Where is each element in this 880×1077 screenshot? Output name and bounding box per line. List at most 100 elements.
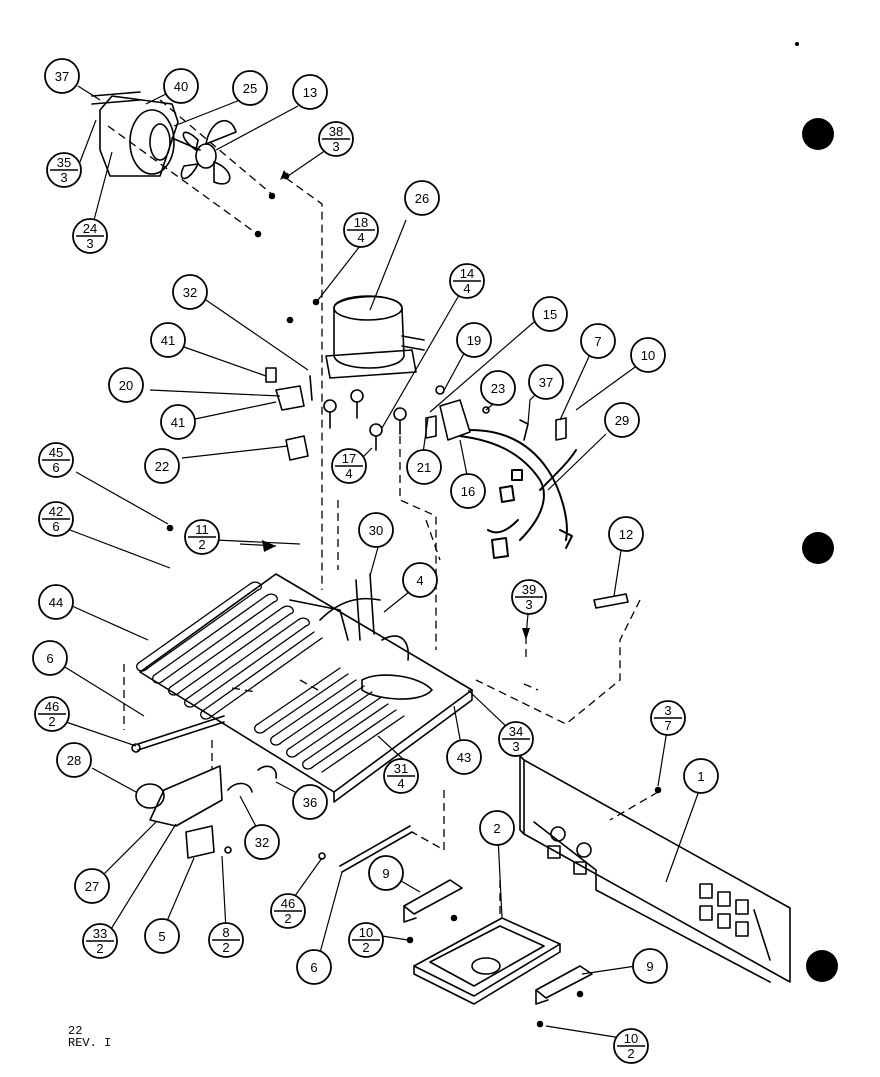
evaporator-coil	[254, 667, 405, 773]
callout-qty: 2	[222, 940, 229, 955]
callout-39-3: 393	[511, 579, 547, 615]
grommets	[323, 389, 407, 451]
callout-number: 15	[543, 307, 557, 322]
revision-label: REV. I	[68, 1036, 112, 1050]
callout-23: 23	[480, 370, 516, 406]
callout-qty: 2	[627, 1046, 634, 1061]
callout-35-3: 353	[46, 152, 82, 188]
callout-number: 20	[119, 378, 133, 393]
callout-15: 15	[532, 296, 568, 332]
callout-number: 11	[195, 522, 209, 537]
callout-number: 30	[369, 523, 383, 538]
callout-number: 9	[646, 959, 653, 974]
callout-10: 10	[630, 337, 666, 373]
callout-32: 32	[172, 274, 208, 310]
callout-qty: 2	[198, 537, 205, 552]
callout-14-4: 144	[449, 263, 485, 299]
callout-1: 1	[683, 758, 719, 794]
compressor	[325, 295, 425, 379]
condenser-coil	[136, 581, 323, 720]
callout-number: 23	[491, 381, 505, 396]
callout-4: 4	[402, 562, 438, 598]
callout-number: 45	[49, 445, 63, 460]
callout-37: 37	[44, 58, 80, 94]
callout-13: 13	[292, 74, 328, 110]
callout-number: 37	[55, 69, 69, 84]
callout-number: 9	[382, 866, 389, 881]
base-pan	[139, 573, 473, 803]
heater-rods	[131, 715, 413, 873]
callout-number: 18	[354, 215, 368, 230]
callout-24-3: 243	[72, 218, 108, 254]
callout-5: 5	[144, 918, 180, 954]
callout-25: 25	[232, 70, 268, 106]
fan-blade	[180, 120, 237, 185]
callout-number: 43	[457, 750, 471, 765]
callout-17-4: 174	[331, 448, 367, 484]
callout-qty: 2	[48, 714, 55, 729]
callout-33-2: 332	[82, 923, 118, 959]
callout-20: 20	[108, 367, 144, 403]
callout-number: 10	[359, 925, 373, 940]
callout-number: 13	[303, 85, 317, 100]
callout-qty: 2	[362, 940, 369, 955]
callout-44: 44	[38, 584, 74, 620]
callout-30: 30	[358, 512, 394, 548]
callout-number: 14	[460, 266, 474, 281]
relay-overload	[425, 385, 490, 441]
callout-6: 6	[296, 949, 332, 985]
callout-number: 31	[394, 761, 408, 776]
callout-number: 17	[342, 451, 356, 466]
callout-8-2: 82	[208, 922, 244, 958]
callout-qty: 3	[512, 739, 519, 754]
callout-qty: 3	[86, 236, 93, 251]
callout-number: 39	[522, 582, 536, 597]
callout-7: 7	[580, 323, 616, 359]
callout-37: 37	[528, 364, 564, 400]
wiring-harness	[459, 429, 577, 559]
relay-brackets	[265, 367, 313, 461]
callout-number: 33	[93, 926, 107, 941]
callout-45-6: 456	[38, 442, 74, 478]
callout-40: 40	[163, 68, 199, 104]
callout-number: 28	[67, 753, 81, 768]
callout-number: 32	[183, 285, 197, 300]
callout-qty: 4	[345, 466, 352, 481]
callout-number: 41	[161, 333, 175, 348]
callout-number: 40	[174, 79, 188, 94]
callout-9: 9	[632, 948, 668, 984]
callout-number: 27	[85, 879, 99, 894]
callout-10-2: 102	[348, 922, 384, 958]
callout-number: 10	[641, 348, 655, 363]
page-number: 22	[68, 1024, 83, 1038]
callout-qty: 6	[52, 519, 59, 534]
callout-6: 6	[32, 640, 68, 676]
callout-26: 26	[404, 180, 440, 216]
callout-3-7: 37	[650, 700, 686, 736]
callout-number: 42	[49, 504, 63, 519]
callout-2: 2	[479, 810, 515, 846]
callout-number: 41	[171, 415, 185, 430]
callout-number: 10	[624, 1031, 638, 1046]
callout-number: 26	[415, 191, 429, 206]
callout-12: 12	[608, 516, 644, 552]
binder-holes	[795, 42, 838, 982]
callout-number: 21	[417, 460, 431, 475]
callout-number: 6	[46, 651, 53, 666]
callout-21: 21	[406, 449, 442, 485]
screws	[166, 172, 662, 1028]
callout-42-6: 426	[38, 501, 74, 537]
callout-number: 38	[329, 124, 343, 139]
callout-18-4: 184	[343, 212, 379, 248]
callout-qty: 3	[332, 139, 339, 154]
callout-10-2: 102	[613, 1028, 649, 1064]
callout-number: 3	[664, 703, 671, 718]
page-footer: 22 REV. I	[68, 1025, 111, 1049]
callout-31-4: 314	[383, 758, 419, 794]
callout-46-2: 462	[270, 893, 306, 929]
callout-34-3: 343	[498, 721, 534, 757]
tubing	[319, 573, 409, 661]
callout-qty: 4	[357, 230, 364, 245]
callout-number: 32	[255, 835, 269, 850]
